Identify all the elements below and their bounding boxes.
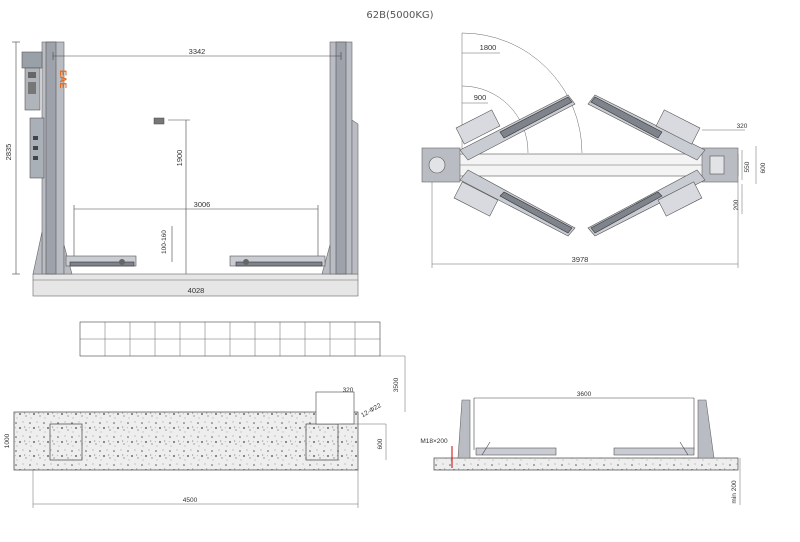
swing-arc-inner xyxy=(461,85,529,154)
dim-foundation-depth: 3500 xyxy=(393,377,400,392)
bolt-spec: 12-Φ22 xyxy=(360,402,383,419)
dim-width-top: 3342 xyxy=(189,47,206,56)
swing-arc-outer xyxy=(461,32,583,154)
dim-height-total: 2835 xyxy=(4,144,13,161)
side-view: 3600 M18×200 min 200 xyxy=(420,391,741,505)
dim-base-width: 4028 xyxy=(188,286,205,295)
front-base xyxy=(32,273,359,297)
dim-swing-inner: 900 xyxy=(474,93,487,102)
top-view: 1800 900 xyxy=(421,32,767,268)
side-left-post xyxy=(457,399,471,459)
dim-550: 550 xyxy=(744,161,751,172)
motor xyxy=(21,51,43,69)
dim-slab-length: 4500 xyxy=(183,497,198,504)
foundation-view: 3500 320 12-Φ22 1000 600 4500 xyxy=(4,321,406,508)
floor-slab xyxy=(433,457,739,471)
dim-inner-width: 3006 xyxy=(194,200,211,209)
arm-lower-left xyxy=(453,169,576,237)
side-right-post xyxy=(697,399,715,459)
front-view: EAE 3342 2835 1900 3006 100-160 xyxy=(4,41,359,297)
vehicle-row xyxy=(79,321,381,357)
dim-post-width: 320 xyxy=(737,123,748,130)
dim-slab-width: 1000 xyxy=(4,433,11,448)
anchor-spec: M18×200 xyxy=(420,438,448,445)
dim-600: 600 xyxy=(760,162,767,173)
diagram-title: 62B(5000KG) xyxy=(366,10,434,21)
dim-pad-width: 600 xyxy=(377,438,384,449)
dim-side-span: 3600 xyxy=(577,391,592,398)
dim-swing-outer: 1800 xyxy=(480,43,497,52)
dim-200: 200 xyxy=(733,199,740,210)
arm-lower-right xyxy=(587,169,706,237)
dim-pad-height: 100-160 xyxy=(161,230,168,254)
dim-lift-height: 1900 xyxy=(175,150,184,167)
brand-logo: EAE xyxy=(58,70,68,89)
left-anchor-pad xyxy=(49,423,83,461)
arm-upper-left xyxy=(455,94,576,161)
arm-upper-right xyxy=(587,94,706,161)
dim-min-depth: min 200 xyxy=(731,480,738,504)
dim-overall-width: 3978 xyxy=(572,255,589,264)
dim-bolt-spacing: 320 xyxy=(343,387,354,394)
concrete-slab xyxy=(13,411,359,471)
